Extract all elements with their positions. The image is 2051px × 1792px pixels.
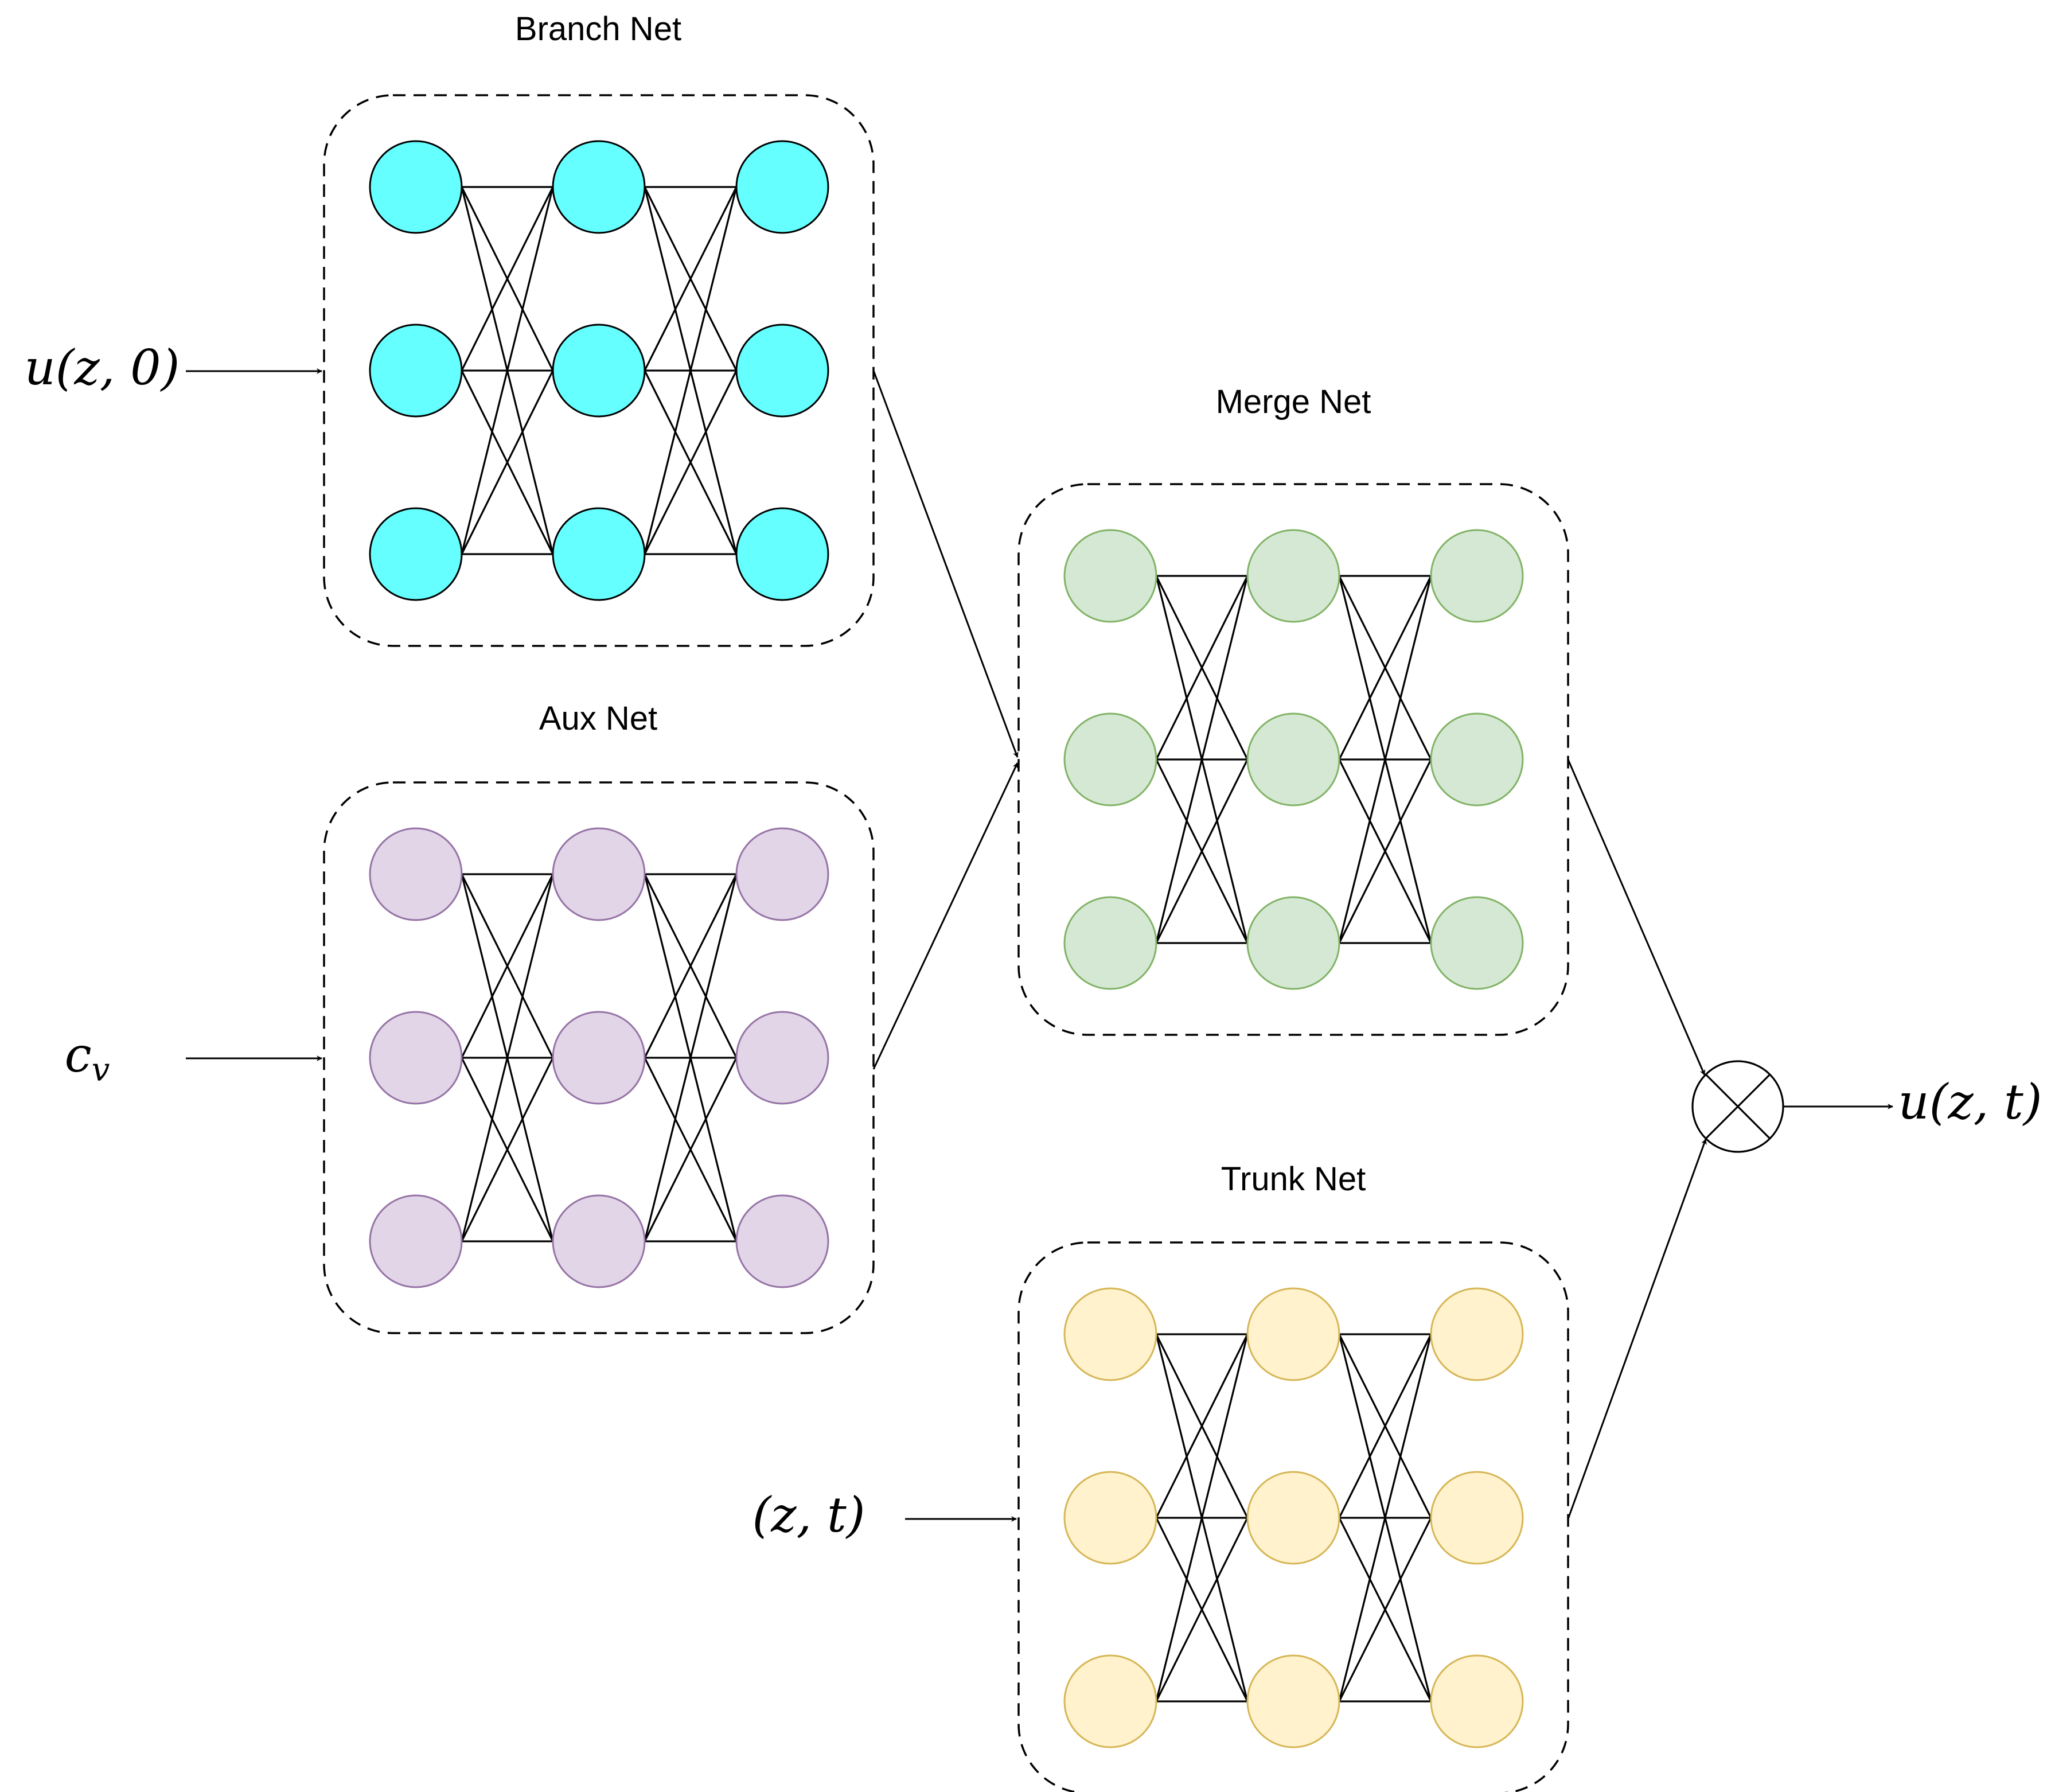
trunk-neuron [1063,1287,1157,1381]
aux-connection [644,874,738,1242]
aux-neuron [552,827,646,921]
branch-connection [644,370,738,555]
merge-net-title: Merge Net [1216,383,1371,420]
merge-neuron [1430,712,1524,807]
merge-connection [1155,759,1249,944]
merge-neuron [1063,529,1157,623]
trunk-neuron [1063,1471,1157,1565]
branch-neuron [735,140,829,234]
merge-neuron [1246,712,1340,807]
branch-neuron [369,324,463,418]
branch-net-title: Branch Net [515,10,681,48]
branch-neuron [552,140,646,234]
branch-neuron [552,324,646,418]
merge-connection [1338,575,1432,944]
aux-neuron [552,1011,646,1105]
trunk-connection [1338,1517,1432,1702]
aux-connection [461,1057,554,1242]
branch-connection [461,370,554,555]
output-label: u(z, t) [1898,1074,2042,1130]
merge-connection [1338,575,1432,760]
branch-neuron [369,507,463,601]
trunk-neuron [1430,1471,1524,1565]
branch-input-label: u(z, 0) [25,340,180,396]
trunk-neuron [1246,1287,1340,1381]
branch-connection [461,186,554,555]
merge-neuron [1063,712,1157,807]
aux-connection [461,874,554,1242]
branch-neuron [369,140,463,234]
trunk-connection [1155,1517,1249,1702]
branch-connection [461,186,554,371]
aux-net [369,827,829,1288]
branch-neuron [735,324,829,418]
merge-neuron [1246,896,1340,990]
trunk-neuron [1430,1654,1524,1748]
aux-neuron [369,1011,463,1105]
trunk-net-title: Trunk Net [1221,1160,1366,1198]
merge-connection [1155,575,1249,760]
merge-neuron [1430,529,1524,623]
aux-connection [644,1057,738,1242]
trunk-net [1063,1287,1524,1748]
branch-to-merge-arrow [872,370,1019,758]
merge-connection [1338,759,1432,944]
trunk-neuron [1246,1654,1340,1748]
aux-neuron [369,1194,463,1288]
branch-connection [644,186,738,555]
aux-to-merge-arrow [872,762,1019,1070]
merge-to-operator-arrow [1567,759,1706,1076]
aux-net-title: Aux Net [539,700,657,737]
aux-input-subscript: v [92,1051,110,1089]
trunk-connection [1338,1334,1432,1518]
trunk-neuron [1430,1287,1524,1381]
aux-connection [644,874,738,1058]
branch-net [369,140,829,601]
trunk-neuron [1063,1654,1157,1748]
aux-net-box [323,781,875,1334]
aux-connection [461,874,554,1058]
aux-neuron [735,1194,829,1288]
aux-neuron [735,1011,829,1105]
trunk-input-label: (z, t) [752,1487,865,1543]
merge-neuron [1063,896,1157,990]
aux-input-label: cv [65,1027,110,1089]
merge-neuron [1246,529,1340,623]
aux-input-base: c [65,1027,92,1083]
trunk-connection [1155,1334,1249,1702]
trunk-to-operator-arrow [1567,1139,1707,1520]
trunk-neuron [1246,1471,1340,1565]
trunk-connection [1155,1334,1249,1518]
branch-neuron [735,507,829,601]
branch-connection [644,186,738,371]
aux-neuron [552,1194,646,1288]
branch-neuron [552,507,646,601]
aux-neuron [735,827,829,921]
merge-neuron [1430,896,1524,990]
trunk-connection [1338,1334,1432,1702]
aux-neuron [369,827,463,921]
multiply-circle-icon [1691,1060,1784,1153]
merge-connection [1155,575,1249,944]
merge-net [1063,529,1524,990]
